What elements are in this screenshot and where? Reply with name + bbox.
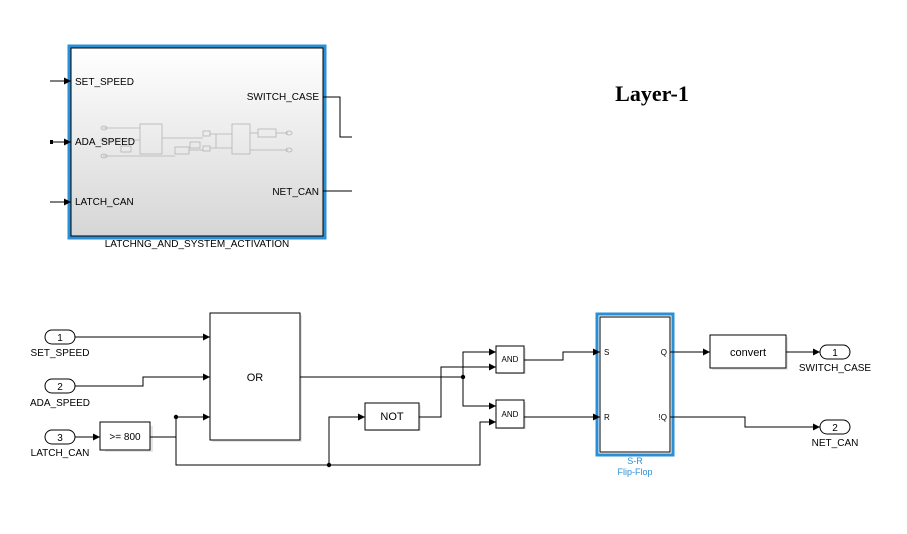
outport-1-label: SWITCH_CASE xyxy=(799,363,872,374)
line-nq-to-out2 xyxy=(670,416,820,431)
outport-2-number: 2 xyxy=(832,423,838,434)
subsystem-port-net-can: NET_CAN xyxy=(272,187,319,198)
flipflop-port-s: S xyxy=(604,348,609,357)
inport-1[interactable]: 1 SET_SPEED xyxy=(31,329,90,359)
branch-dot-or xyxy=(460,374,466,380)
subsystem-port-latch-can: LATCH_CAN xyxy=(75,197,134,208)
convert-label: convert xyxy=(730,347,766,359)
inport-3-label: LATCH_CAN xyxy=(31,448,90,459)
wire-sub-in2-stub xyxy=(50,140,53,144)
compare-body[interactable] xyxy=(99,421,151,451)
outport-2[interactable]: 2 NET_CAN xyxy=(812,419,859,449)
outport-2-label: NET_CAN xyxy=(812,438,859,449)
diagram-title: Layer-1 xyxy=(615,81,689,106)
subsystem-thumbnail xyxy=(100,123,293,159)
flipflop-name-line2: Flip-Flop xyxy=(617,467,652,477)
or-block[interactable]: OR xyxy=(209,312,302,442)
subsystem-wires xyxy=(50,77,352,206)
sr-flipflop-block[interactable]: S R Q !Q S-R Flip-Flop xyxy=(595,312,675,477)
branch-dot-not xyxy=(326,462,332,468)
inport-3-number: 3 xyxy=(57,433,63,444)
and-block-1[interactable]: AND xyxy=(495,345,526,374)
signal-lines xyxy=(75,333,820,468)
not-body[interactable] xyxy=(364,402,420,431)
not-label: NOT xyxy=(380,411,404,423)
line-or-to-and2 xyxy=(462,377,496,410)
inport-2[interactable]: 2 ADA_SPEED xyxy=(30,378,90,409)
not-block[interactable]: NOT xyxy=(364,402,421,431)
or-label: OR xyxy=(247,372,264,384)
compare-label: >= 800 xyxy=(109,432,141,443)
subsystem-port-switch-case: SWITCH_CASE xyxy=(247,92,320,103)
flipflop-port-nq: !Q xyxy=(659,413,667,422)
outport-1-number: 1 xyxy=(832,348,838,359)
subsystem-name: LATCHNG_AND_SYSTEM_ACTIVATION xyxy=(105,239,289,250)
subsystem-block[interactable]: SET_SPEED ADA_SPEED LATCH_CAN SWITCH_CAS… xyxy=(67,44,327,250)
subsystem-port-ada-speed: ADA_SPEED xyxy=(75,137,135,148)
subsystem-port-set-speed: SET_SPEED xyxy=(75,77,134,88)
outport-1[interactable]: 1 SWITCH_CASE xyxy=(799,344,872,374)
line-compare-to-and2 xyxy=(175,417,496,466)
line-or-to-and1 xyxy=(462,348,496,377)
line-ada-speed-to-or xyxy=(75,373,210,387)
flipflop-selection-frame xyxy=(595,312,675,457)
line-and1-to-s xyxy=(524,348,600,361)
and-1-label: AND xyxy=(502,355,519,364)
wire-sub-out1 xyxy=(323,96,352,138)
convert-body[interactable] xyxy=(709,334,787,369)
line-not-to-and1 xyxy=(419,363,496,418)
branch-dot-compare xyxy=(173,414,179,420)
or-body[interactable] xyxy=(209,312,301,441)
flipflop-port-q: Q xyxy=(661,348,667,357)
flipflop-body[interactable] xyxy=(599,316,671,453)
inport-1-label: SET_SPEED xyxy=(31,348,90,359)
convert-block[interactable]: convert xyxy=(709,334,788,370)
inport-2-number: 2 xyxy=(57,382,63,393)
inport-1-number: 1 xyxy=(57,333,63,344)
flipflop-port-r: R xyxy=(604,413,610,422)
inport-2-label: ADA_SPEED xyxy=(30,398,90,409)
line-to-not xyxy=(328,413,365,465)
and-block-2[interactable]: AND xyxy=(495,399,526,429)
flipflop-name-line1: S-R xyxy=(627,456,643,466)
subsystem-body[interactable] xyxy=(70,47,324,237)
inport-3[interactable]: 3 LATCH_CAN xyxy=(31,429,90,459)
line-compare-to-or xyxy=(150,413,210,438)
and-2-label: AND xyxy=(502,410,519,419)
compare-to-constant-block[interactable]: >= 800 xyxy=(99,421,153,452)
and-2-body[interactable] xyxy=(495,399,525,429)
